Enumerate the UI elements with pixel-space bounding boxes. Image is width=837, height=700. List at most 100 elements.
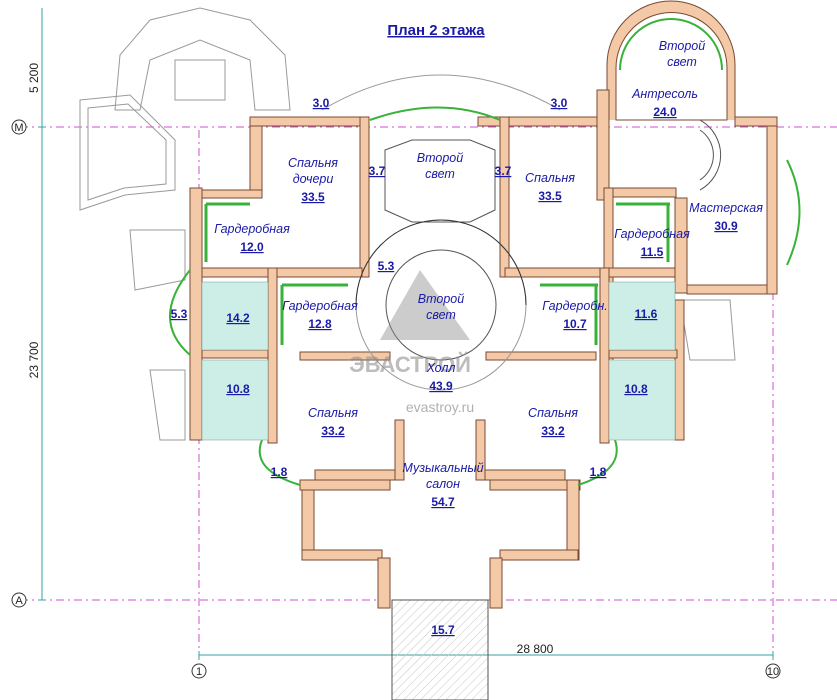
spiral-stair <box>699 119 722 191</box>
room-corridor-left: 3.7 <box>369 164 386 178</box>
room-garderobnaya-right: Гардеробная 11.5 <box>614 227 690 259</box>
room-name: Спальня <box>525 171 575 185</box>
room-name: Второй <box>659 39 705 53</box>
room-area: 14.2 <box>226 311 250 325</box>
wardrobes <box>204 202 670 345</box>
room-area: 11.6 <box>635 307 658 321</box>
room-area: 30.9 <box>714 219 738 233</box>
room-name: Мастерская <box>689 201 763 215</box>
terrace <box>391 599 489 700</box>
room-terrace: 15.7 <box>431 623 455 637</box>
room-area: 3.0 <box>551 96 568 110</box>
room-wc-left: 10.8 <box>226 382 250 396</box>
room-area: 12.0 <box>240 240 264 254</box>
dimension-top: 5 200 <box>27 63 41 93</box>
room-area: 33.5 <box>538 189 562 203</box>
room-name: Второй <box>417 151 463 165</box>
plan-title: План 2 этажа <box>387 22 485 39</box>
room-name: свет <box>426 308 456 322</box>
svg-text:А: А <box>15 595 23 607</box>
room-balcony-right: 3.0 <box>551 96 568 110</box>
bay-walls <box>169 159 801 486</box>
room-spalnya-docheri: Спальня дочери 33.5 <box>288 156 338 204</box>
room-area: 33.2 <box>321 424 345 438</box>
room-bath-right: 11.6 <box>635 307 658 321</box>
watermark: ЭВАСТРОЙ evastroy.ru <box>349 270 474 415</box>
room-area: 1.8 <box>271 465 288 479</box>
room-name: Спальня <box>288 156 338 170</box>
room-area: 10.7 <box>563 317 587 331</box>
room-spalnya-bottom-right: Спальня 33.2 <box>528 406 578 438</box>
room-muzykalny-salon: Музыкальный салон 54.7 <box>402 461 483 509</box>
room-holl: Холл 43.9 <box>426 361 456 393</box>
room-name: Второй <box>418 292 464 306</box>
room-name: салон <box>426 477 460 491</box>
room-corridor-right: 3.7 <box>495 164 512 178</box>
room-masterskaya: Мастерская 30.9 <box>689 201 763 233</box>
axis-marker-bottom: А <box>11 592 27 608</box>
room-name: Гардеробная <box>282 299 358 313</box>
room-area: 10.8 <box>624 382 648 396</box>
room-area: 15.7 <box>431 623 455 637</box>
room-name: свет <box>425 167 455 181</box>
svg-text:М: М <box>14 122 23 134</box>
room-name: дочери <box>293 172 334 186</box>
room-garderobnaya-mid: Гардеробная 12.8 <box>282 299 358 331</box>
room-area: 33.2 <box>541 424 565 438</box>
room-area: 5.3 <box>171 307 188 321</box>
svg-text:1: 1 <box>196 666 202 678</box>
room-name: Гардеробная <box>214 222 290 236</box>
room-balcony-left: 3.0 <box>313 96 330 110</box>
room-name: Гардеробная <box>614 227 690 241</box>
room-area: 5.3 <box>378 259 395 273</box>
room-bay-bottom-left: 1.8 <box>271 465 288 479</box>
axis-marker-top: М <box>11 119 27 135</box>
room-bay-left: 5.3 <box>171 307 188 321</box>
walls-outer <box>189 89 778 609</box>
bathrooms <box>201 281 676 441</box>
room-area: 3.7 <box>495 164 512 178</box>
room-name: Спальня <box>528 406 578 420</box>
room-area: 33.5 <box>301 190 325 204</box>
room-stair-hall: 5.3 <box>378 259 395 273</box>
room-area: 10.8 <box>226 382 250 396</box>
axis-marker-right: 10 <box>765 663 781 679</box>
room-name: Холл <box>426 361 456 375</box>
room-area: 24.0 <box>653 105 677 119</box>
watermark-brand: ЭВАСТРОЙ <box>349 352 471 377</box>
room-spalnya-bottom-left: Спальня 33.2 <box>308 406 358 438</box>
room-bay-bottom-right: 1.8 <box>590 465 607 479</box>
room-name: Антресоль <box>631 87 698 101</box>
room-antresol: Антресоль 24.0 <box>631 87 698 119</box>
svg-text:10: 10 <box>767 666 779 678</box>
dimension-width: 28 800 <box>517 642 554 656</box>
room-name: Спальня <box>308 406 358 420</box>
room-area: 12.8 <box>308 317 332 331</box>
room-area: 43.9 <box>429 379 453 393</box>
room-bath-left: 14.2 <box>226 311 250 325</box>
stair-hall-circle <box>355 219 527 391</box>
room-area: 1.8 <box>590 465 607 479</box>
room-area: 3.0 <box>313 96 330 110</box>
room-name: Музыкальный <box>402 461 483 475</box>
room-vtoroy-svet-atrium: Второй свет <box>418 292 464 322</box>
dimension-height: 23 700 <box>27 341 41 378</box>
room-spalnya-top-right: Спальня 33.5 <box>525 171 575 203</box>
watermark-url: evastroy.ru <box>406 399 474 415</box>
room-area: 11.5 <box>641 245 664 259</box>
tower-top-right <box>606 0 736 121</box>
room-area: 3.7 <box>369 164 386 178</box>
room-name: свет <box>667 55 697 69</box>
axis-marker-left: 1 <box>191 663 207 679</box>
room-wc-right: 10.8 <box>624 382 648 396</box>
room-garderobnaya-left: Гардеробная 12.0 <box>214 222 290 254</box>
roof-outline <box>79 7 736 441</box>
room-garderobn: Гардеробн. 10.7 <box>542 299 607 331</box>
room-name: Гардеробн. <box>542 299 607 313</box>
central-light-octagon <box>369 106 501 223</box>
room-vtoroy-svet-center: Второй свет <box>417 151 463 181</box>
room-area: 54.7 <box>431 495 455 509</box>
room-vtoroy-svet-top-right: Второй свет <box>659 39 705 69</box>
